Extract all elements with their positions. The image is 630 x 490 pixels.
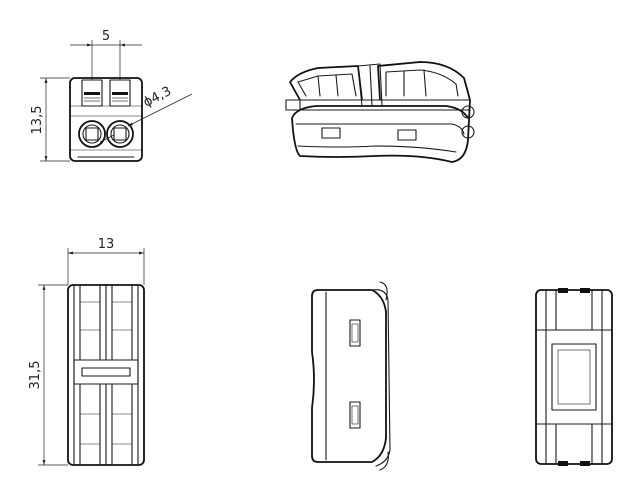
- dimension-front-height: 13,5: [30, 77, 70, 162]
- isometric-view: [285, 61, 475, 163]
- side-view: [311, 281, 391, 471]
- wire-hole-left: [78, 120, 106, 148]
- front-view: [69, 77, 143, 162]
- front-height-label: 13,5: [30, 106, 45, 135]
- dimension-length: 31,5: [28, 284, 68, 466]
- pitch-label: 5: [102, 29, 110, 44]
- hole-diameter-label: ϕ4,3: [141, 84, 174, 111]
- wire-hole-right: [106, 120, 134, 148]
- dimension-width: 13: [67, 237, 145, 285]
- bottom-view: [535, 288, 613, 466]
- top-view: [67, 284, 145, 466]
- width-label: 13: [98, 237, 115, 252]
- dimension-pitch: 5: [70, 29, 142, 80]
- length-label: 31,5: [28, 361, 43, 390]
